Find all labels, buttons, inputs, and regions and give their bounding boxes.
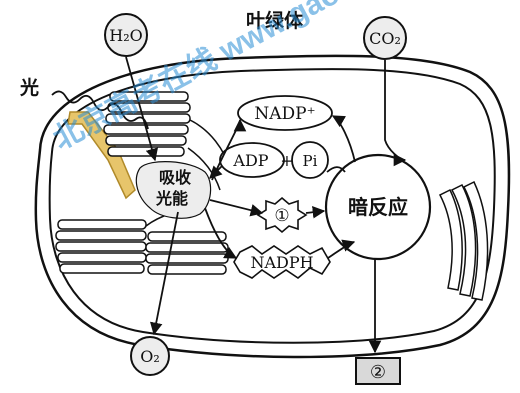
nadp-plus-oval	[237, 95, 333, 131]
co2-arrow	[384, 60, 407, 167]
nadph-label: NADPH	[250, 253, 313, 272]
light-ray	[51, 90, 149, 130]
unknown-2-box	[355, 357, 401, 385]
co2-label: CO₂	[369, 29, 401, 48]
outer-membrane	[34, 54, 511, 359]
water-arrow	[125, 56, 158, 162]
pi-circle	[291, 141, 329, 179]
water-label: H₂O	[109, 26, 142, 45]
nadp-plus-label: NADP⁺	[254, 104, 315, 124]
dark-reaction-circle	[324, 153, 432, 261]
flow-arrows	[125, 56, 407, 354]
nadph-star	[233, 245, 331, 279]
light-to-nadph-arrow	[204, 207, 238, 259]
grana-stack-middle	[145, 231, 229, 275]
nadph-to-dark-arrow	[327, 239, 356, 259]
one-to-dark-arrow	[305, 205, 326, 219]
dark-to-adp-arrow	[326, 166, 346, 173]
pi-label: Pi	[303, 152, 318, 170]
oxygen-arrow	[150, 211, 179, 336]
illuminated-thylakoid	[67, 111, 136, 200]
co2-circle	[363, 16, 407, 60]
oxygen-circle	[130, 336, 170, 376]
unknown-1-star	[256, 196, 308, 234]
dark-reaction-label: 暗反应	[348, 195, 408, 219]
light-to-1-arrow	[209, 199, 264, 217]
light-absorption-zone	[135, 161, 212, 219]
oxygen-label: O₂	[140, 347, 160, 366]
adp-oval	[219, 142, 285, 178]
grana-stack-right	[438, 180, 489, 301]
grana-stack-lower-left	[55, 219, 147, 274]
water-circle	[104, 13, 148, 57]
nadp-return-arrow	[331, 115, 356, 163]
capture-label-line2: 光能	[155, 189, 188, 208]
adp-label: ADP	[232, 151, 268, 170]
light-label: 光	[19, 76, 39, 99]
unknown-1-label: ①	[274, 206, 289, 226]
capture-label-line1: 吸收	[159, 168, 191, 187]
unknown-2-label: ②	[370, 362, 386, 383]
adp-to-light-arrow	[209, 165, 223, 179]
plus-label: +	[280, 151, 293, 170]
chloroplast-title: 叶绿体	[246, 9, 304, 32]
